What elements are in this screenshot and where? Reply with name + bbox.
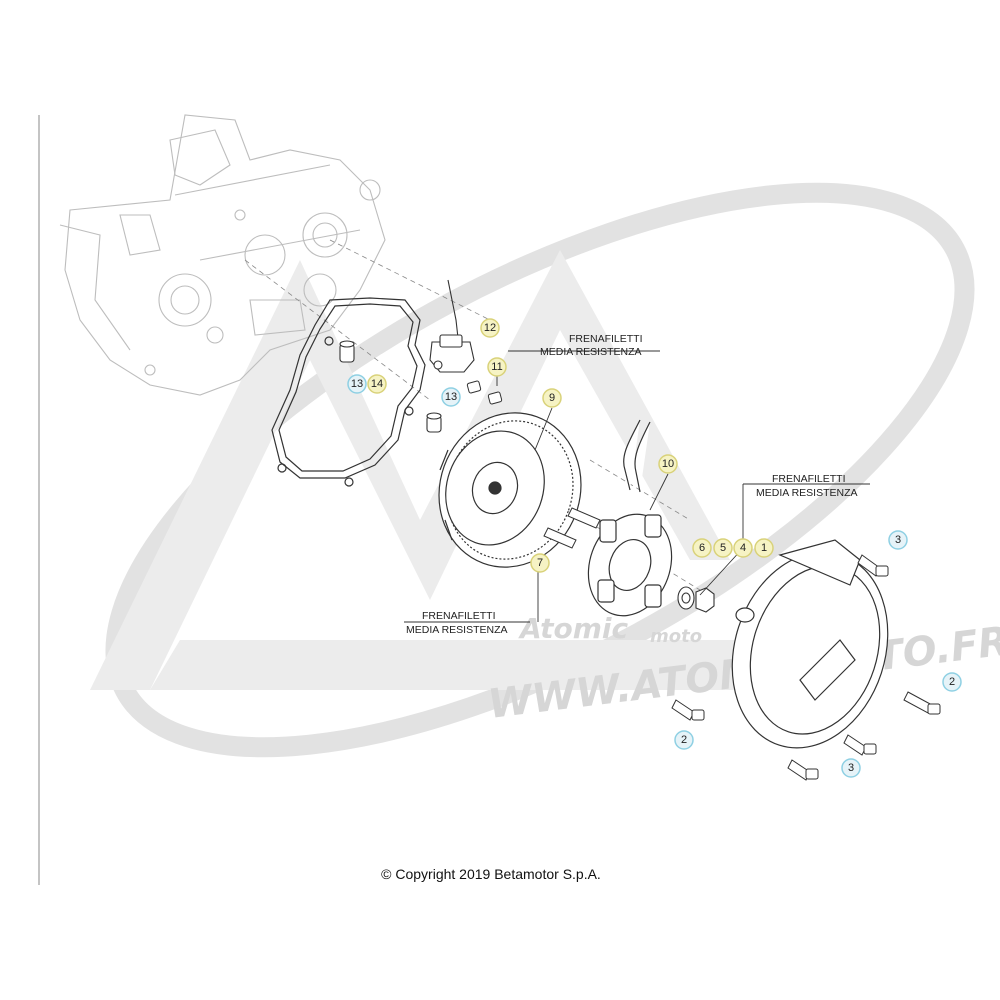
callout-3-lower-label: 3 (848, 762, 854, 774)
stator-bolts (543, 507, 601, 549)
callout-1-label: 1 (761, 542, 767, 554)
dowel-bushing-lower (426, 412, 442, 433)
callout-9-label: 9 (549, 392, 555, 404)
callout-4[interactable]: 4 (733, 538, 753, 558)
dowel-bushing-upper (339, 340, 355, 363)
callout-9[interactable]: 9 (542, 388, 562, 408)
callout-14[interactable]: 14 (367, 374, 387, 394)
cover-bolts (671, 554, 941, 781)
callout-1[interactable]: 1 (754, 538, 774, 558)
callout-13-upper-label: 13 (351, 378, 363, 390)
threadlock-note-right: FRENAFILETTI MEDIA RESISTENZA (756, 473, 858, 499)
callout-2-right-label: 2 (949, 676, 955, 688)
callout-10-label: 10 (662, 458, 674, 470)
watermark-brand: moto (650, 626, 702, 647)
callout-13-lower[interactable]: 13 (441, 387, 461, 407)
callout-14-label: 14 (371, 378, 383, 390)
cover-gasket (271, 297, 426, 487)
threadlock-note-top: FRENAFILETTI MEDIA RESISTENZA (540, 333, 643, 358)
callout-6[interactable]: 6 (692, 538, 712, 558)
callout-12-label: 12 (484, 322, 496, 334)
callout-4-label: 4 (740, 542, 746, 554)
stator-coil (587, 419, 673, 617)
flywheel-gear (438, 412, 582, 568)
watermark-brand-script: Atomic (518, 612, 629, 645)
threadlock-note-right-line2: MEDIA RESISTENZA (756, 487, 858, 499)
copyright-text: © Copyright 2019 Betamotor S.p.A. (381, 866, 601, 882)
threadlock-note-bottom-line2: MEDIA RESISTENZA (406, 624, 508, 636)
callout-5[interactable]: 5 (713, 538, 733, 558)
callout-2-left-label: 2 (681, 734, 687, 746)
callout-13-upper[interactable]: 13 (347, 374, 367, 394)
callout-2-right[interactable]: 2 (942, 672, 962, 692)
threadlock-note-right-line1: FRENAFILETTI (772, 473, 846, 485)
threadlock-note-bottom: FRENAFILETTI MEDIA RESISTENZA (406, 610, 508, 636)
callout-13-lower-label: 13 (445, 391, 457, 403)
callout-12[interactable]: 12 (480, 318, 500, 338)
callout-3-upper[interactable]: 3 (888, 530, 908, 550)
threadlock-note-top-line1: FRENAFILETTI (569, 333, 643, 345)
callout-7[interactable]: 7 (530, 553, 550, 573)
callout-10[interactable]: 10 (658, 454, 678, 474)
crankcase-ghost (59, 114, 386, 396)
threadlock-note-top-line2: MEDIA RESISTENZA (540, 346, 642, 358)
callout-6-label: 6 (699, 542, 705, 554)
callout-7-label: 7 (537, 557, 543, 569)
pickup-sensor (429, 279, 475, 373)
threadlock-note-bottom-line1: FRENAFILETTI (422, 610, 496, 622)
callout-3-lower[interactable]: 3 (841, 758, 861, 778)
callout-11[interactable]: 11 (487, 357, 507, 377)
sensor-screws (466, 380, 503, 405)
callout-11-label: 11 (491, 361, 502, 373)
callout-3-upper-label: 3 (895, 534, 901, 546)
callout-5-label: 5 (720, 542, 726, 554)
callout-2-left[interactable]: 2 (674, 730, 694, 750)
note-leaders (404, 350, 870, 623)
